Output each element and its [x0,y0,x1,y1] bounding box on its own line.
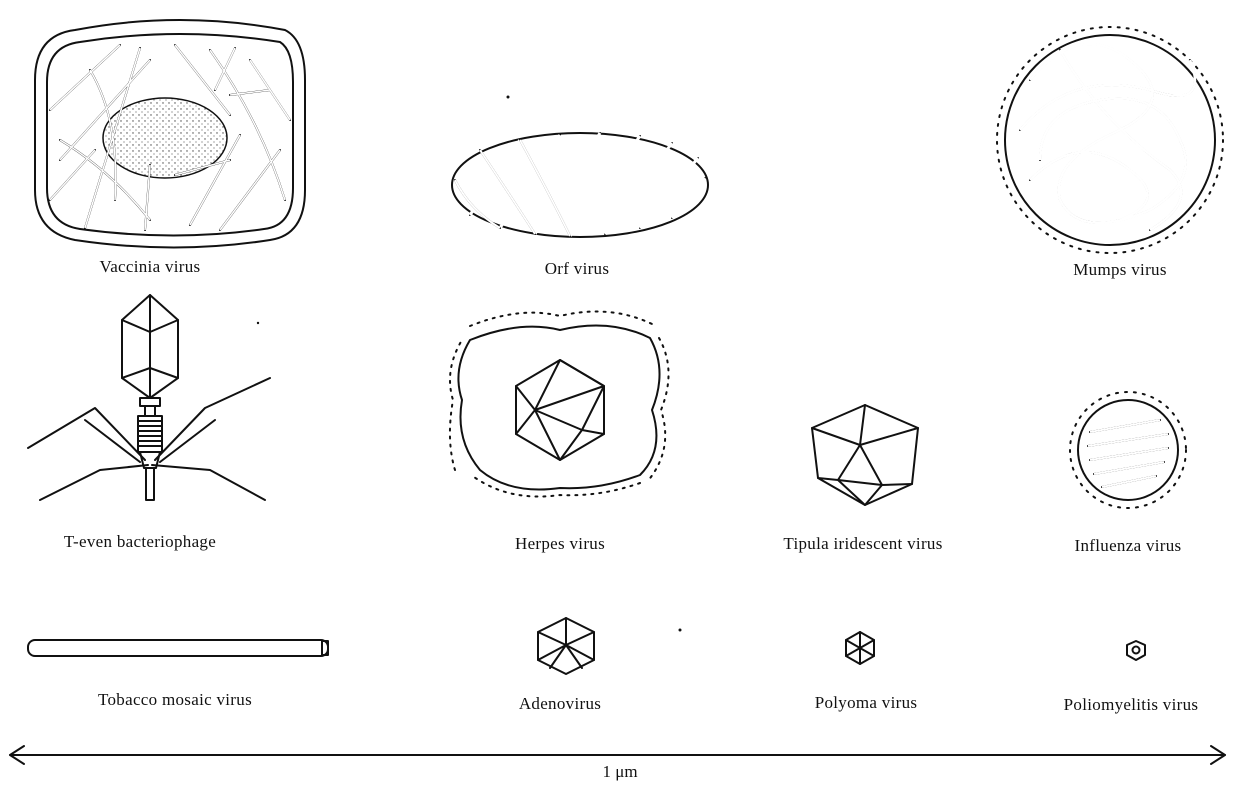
label-tipula: Tipula iridescent virus [783,534,942,554]
tobacco-mosaic-drawing [28,640,328,656]
herpes-virus-drawing [450,312,669,497]
vaccinia-virus-drawing [35,20,305,248]
label-polyoma: Polyoma virus [815,693,918,713]
label-herpes: Herpes virus [515,534,605,554]
polyoma-drawing [846,632,874,664]
orf-virus-drawing [452,133,708,237]
label-orf: Orf virus [545,259,610,279]
bacteriophage-drawing [28,295,270,500]
label-adenovirus: Adenovirus [519,694,601,714]
label-vaccinia: Vaccinia virus [100,257,201,277]
influenza-virus-drawing [1070,392,1186,508]
label-mumps: Mumps virus [1073,260,1167,280]
adenovirus-drawing [538,618,594,674]
mumps-virus-drawing [997,27,1223,253]
label-polio: Poliomyelitis virus [1064,695,1199,715]
scale-bar-label: 1 μm [602,762,637,782]
tipula-virus-drawing [812,405,918,505]
polio-drawing [1127,641,1145,660]
label-tobacco: Tobacco mosaic virus [98,690,252,710]
label-bacteriophage: T-even bacteriophage [64,532,216,552]
label-influenza: Influenza virus [1075,536,1182,556]
